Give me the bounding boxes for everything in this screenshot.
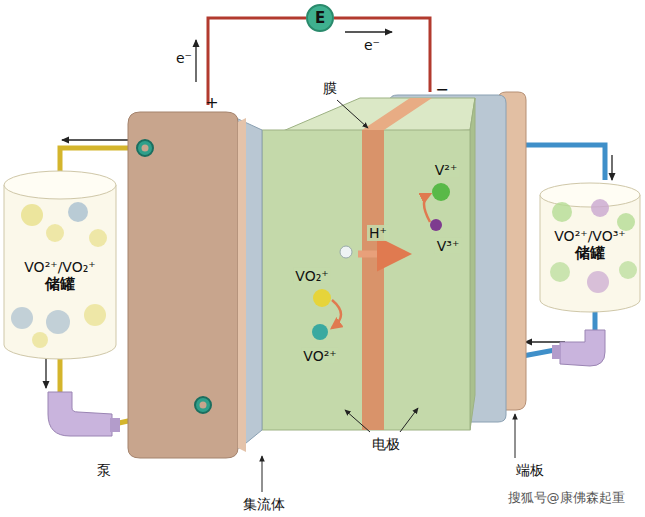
end-plate [128,112,246,458]
pipe-fitting [200,402,207,409]
reaction-arrow [358,251,405,258]
ion-label: H⁺ [367,225,389,241]
reaction-arrow [332,300,341,328]
tank-label: VO²⁺/VO₂⁺储罐 [10,252,110,300]
storage-tank [46,310,70,334]
membrane [362,98,432,430]
watermark: 搜狐号@康佛森起重 [506,491,627,506]
storage-tank [68,202,88,222]
polarity-sign: + [203,94,220,112]
storage-tank [587,271,609,293]
membrane [362,98,432,130]
pump [110,418,120,432]
end-plate [128,112,238,458]
ion-label: VO₂⁺ [293,268,330,284]
node-text: E [315,9,325,27]
pump [552,345,561,359]
part-name: 膜 [321,80,339,96]
tank-label: VO²⁺/VO³⁺储罐 [542,223,638,267]
ion-label: VO²⁺ [301,348,338,364]
ion-ball [432,183,450,201]
storage-tank [21,204,43,226]
ion-label: V³⁺ [435,238,462,254]
ion-label: V²⁺ [433,162,460,178]
electron-arrow [195,40,196,82]
cell-body [262,98,475,430]
flow-arrow [62,139,132,140]
storage-tank [46,224,64,242]
electron-arrow [345,31,392,32]
polarity-sign: − [433,81,450,99]
flow-arrow [45,356,46,388]
pipe-fitting [142,145,149,152]
part-name: 泵 [95,462,113,478]
node-text: VO²⁺/VO₂⁺ [24,259,95,276]
storage-tank [84,304,106,326]
storage-tank [11,307,33,329]
pump [560,330,605,366]
reaction-arrow [332,194,430,328]
leader-line [400,408,418,432]
pipe [520,145,605,180]
end-plate [238,118,246,452]
pump [48,392,112,436]
cell-body [262,130,470,430]
electron-label: e⁻ [174,50,194,66]
pipe-fitting [137,140,153,156]
ion-ball [340,246,352,258]
ion-ball [430,219,442,231]
leader-line [337,100,368,128]
cell-body [470,98,475,430]
part-name: 电极 [370,436,402,452]
pipe-fitting [137,140,211,413]
circuit-wire [334,18,430,92]
leader-line [262,100,515,492]
source-circle: E [306,4,334,32]
storage-tank [4,185,116,359]
leader-line [515,414,516,458]
storage-tank [550,262,570,282]
flow-arrow [525,341,565,342]
storage-tank [32,332,48,348]
storage-tank [591,199,609,217]
reaction-arrow [424,194,430,222]
storage-tank [4,171,116,199]
circuit-wire [208,18,306,105]
storage-tank [619,261,637,279]
part-name: 端板 [514,462,546,478]
electron-label: e⁻ [362,37,382,53]
node-text: 储罐 [575,244,605,262]
ion-ball [312,183,450,340]
storage-tank [89,229,107,247]
ion-ball [313,289,331,307]
storage-tank [552,202,572,222]
node-text: 储罐 [45,275,75,293]
pump [48,330,605,436]
leader-line [345,410,370,432]
ion-ball [312,324,328,340]
storage-tank [540,183,640,207]
part-name: 集流体 [241,496,287,512]
flow-arrow [611,155,612,180]
storage-tank [4,171,640,359]
pipe-fitting [195,397,211,413]
leader-line [262,456,263,492]
node-text: VO²⁺/VO³⁺ [554,228,625,245]
electron-arrow [196,32,392,82]
storage-tank [540,195,640,312]
membrane [362,130,384,430]
